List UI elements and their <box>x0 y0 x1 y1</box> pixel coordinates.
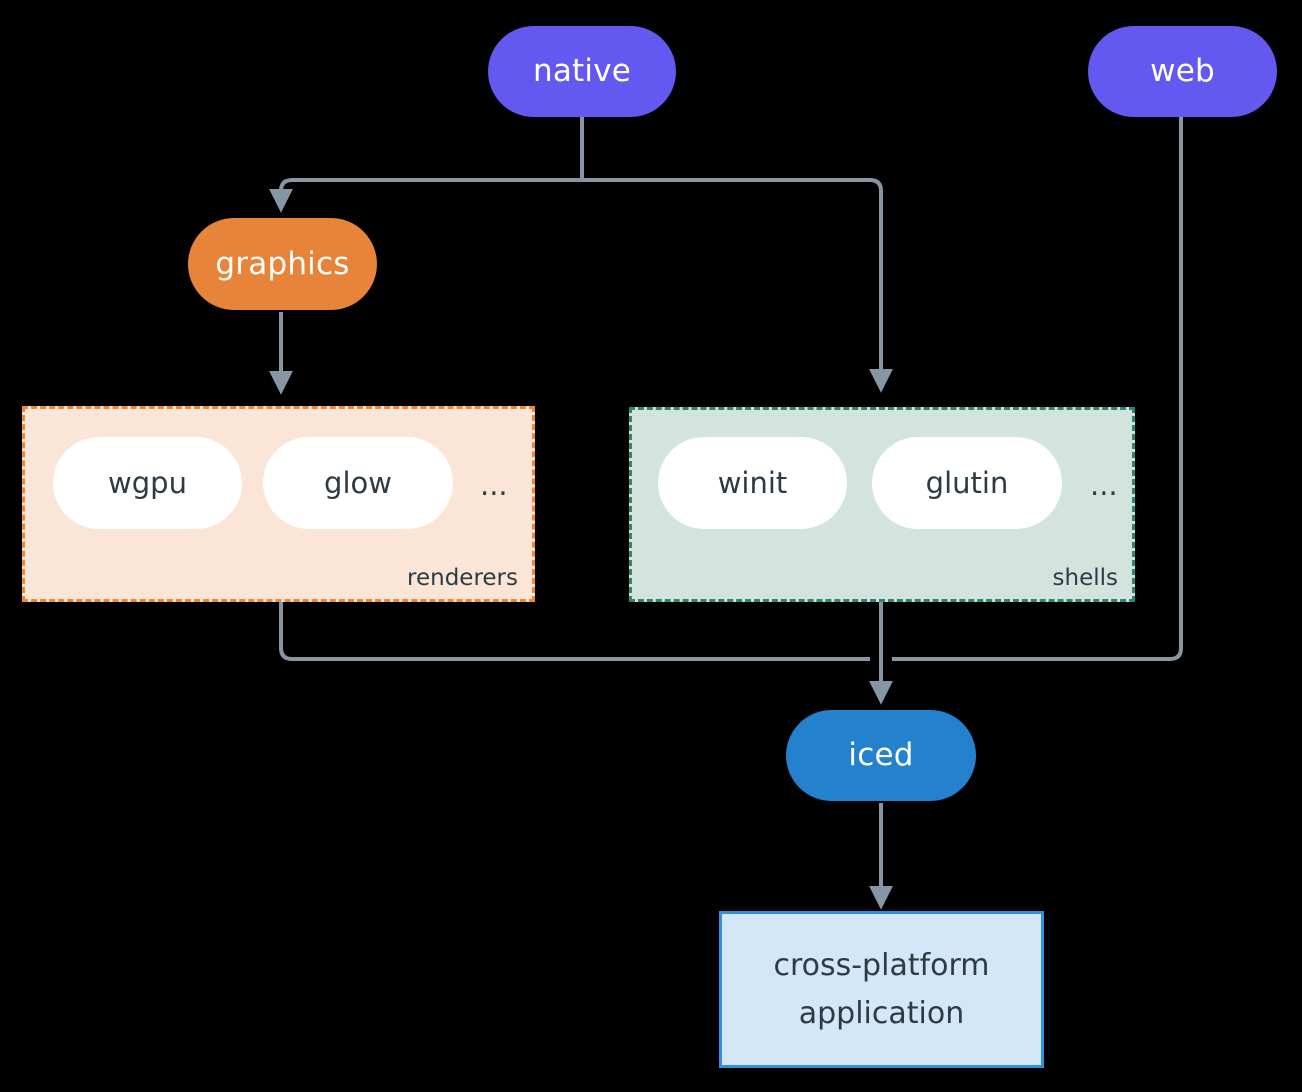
leaf-glow[interactable]: glow <box>263 437 453 529</box>
leaf-winit-label: winit <box>717 466 788 500</box>
edge-renderers-to-iced <box>279 601 870 661</box>
node-application-line2: application <box>798 995 965 1031</box>
leaf-wgpu[interactable]: wgpu <box>53 437 242 529</box>
node-graphics-label: graphics <box>215 245 350 282</box>
group-renderers-label: renderers <box>407 565 518 591</box>
node-native-label: native <box>532 53 632 90</box>
node-iced[interactable]: iced <box>786 710 976 801</box>
leaf-glutin[interactable]: glutin <box>872 437 1062 529</box>
group-shells-label: shells <box>1052 565 1118 591</box>
node-native[interactable]: native <box>488 26 676 117</box>
leaf-winit[interactable]: winit <box>658 437 847 529</box>
leaf-wgpu-label: wgpu <box>108 466 187 500</box>
group-shells: winit glutin ... shells <box>629 407 1135 602</box>
node-web-label: web <box>1150 53 1215 90</box>
leaf-glutin-label: glutin <box>925 466 1009 500</box>
edge-native-to-graphics <box>269 116 584 213</box>
renderers-ellipsis: ... <box>480 468 508 502</box>
node-application-line1: cross-platform <box>773 947 990 983</box>
node-web[interactable]: web <box>1088 26 1277 117</box>
node-iced-label: iced <box>848 737 914 774</box>
node-application[interactable]: cross-platform application <box>719 911 1044 1068</box>
group-renderers: wgpu glow ... renderers <box>22 406 535 602</box>
edge-native-to-shells <box>582 178 893 393</box>
edge-web-to-iced <box>892 116 1183 661</box>
leaf-glow-label: glow <box>324 466 392 500</box>
node-graphics[interactable]: graphics <box>188 218 377 310</box>
shells-ellipsis: ... <box>1090 468 1118 502</box>
